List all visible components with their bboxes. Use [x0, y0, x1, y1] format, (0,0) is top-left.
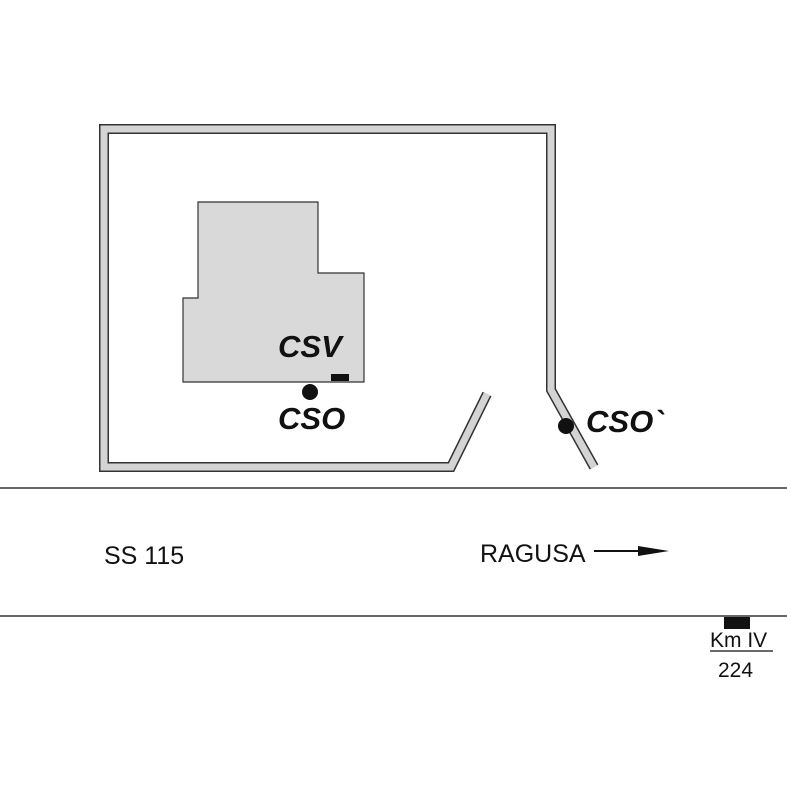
perimeter-wall: [99, 124, 599, 472]
perimeter-wall-inner: [100, 125, 598, 471]
dot-icon: [302, 384, 318, 400]
direction-label: RAGUSA: [480, 540, 586, 568]
csv-label: CSV: [278, 329, 344, 364]
road-name-label: SS 115: [104, 542, 184, 570]
km-number-label: 224: [718, 659, 753, 682]
rectangle-icon: [724, 617, 750, 629]
rectangle-icon: [331, 374, 349, 381]
arrow-right-icon: [594, 546, 669, 556]
building: [182, 201, 365, 383]
km-marker-label: Km IV: [710, 629, 767, 652]
cso-label: CSO: [278, 401, 345, 436]
cso-prime-label: CSO`: [586, 404, 665, 439]
dot-icon: [558, 418, 574, 434]
